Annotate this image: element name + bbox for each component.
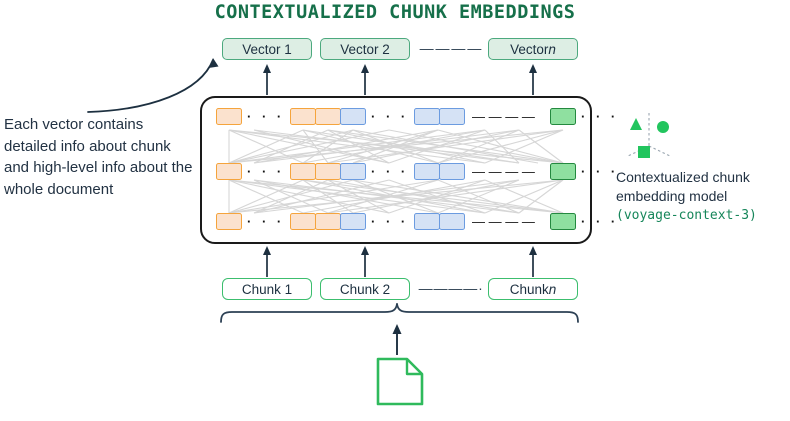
node-blue-r1-c2 — [414, 108, 440, 125]
triangle-shape — [630, 118, 642, 130]
model-shapes-icon — [627, 113, 671, 158]
model-legend: Contextualized chunk embedding model (vo… — [616, 168, 790, 225]
chunk-box-2[interactable]: Chunk 2 — [320, 278, 410, 300]
node-orange-r2-c2 — [290, 163, 316, 180]
node-orange-r2-c1 — [216, 163, 242, 180]
left-annotation-note: Each vector contains detailed info about… — [4, 116, 193, 198]
row3-dots-blue: · · · — [371, 214, 409, 229]
node-green-r3-c1 — [550, 213, 576, 230]
row3-dots-green: · · · — [581, 214, 619, 229]
node-orange-r3-c3 — [315, 213, 341, 230]
node-blue-r2-c2 — [414, 163, 440, 180]
vector-box-n-label: Vector — [510, 41, 549, 57]
row3-dashes: — — — — — [472, 214, 535, 229]
model-legend-code: (voyage-context-3) — [616, 208, 757, 223]
vector-separator-dashes: — — — — — [419, 40, 482, 56]
vector-box-2-label: Vector 2 — [340, 41, 390, 57]
document-to-brace-arrow — [392, 324, 402, 355]
node-blue-r3-c2 — [414, 213, 440, 230]
node-blue-r1-c3 — [439, 108, 465, 125]
node-blue-r3-c3 — [439, 213, 465, 230]
node-orange-r2-c3 — [315, 163, 341, 180]
node-orange-r3-c1 — [216, 213, 242, 230]
chunk-box-n-index: n — [548, 281, 557, 297]
row2-dots-green: · · · — [581, 164, 619, 179]
model-legend-title: Contextualized chunk embedding model — [616, 169, 750, 204]
chunk-box-n-label: Chunk — [509, 281, 549, 297]
callout-arrow-icon — [87, 58, 219, 113]
page-title: CONTEXTUALIZED CHUNK EMBEDDINGS — [214, 2, 576, 23]
chunk-box-n[interactable]: Chunk n — [488, 278, 578, 300]
vector-box-n-index: n — [548, 41, 556, 57]
vector-box-2[interactable]: Vector 2 — [320, 38, 410, 60]
node-orange-r3-c2 — [290, 213, 316, 230]
node-orange-r1-c1 — [216, 108, 242, 125]
row2-dots-orange: · · · — [247, 164, 285, 179]
row2-dots-blue: · · · — [371, 164, 409, 179]
row1-dots-orange: · · · — [247, 109, 285, 124]
panel-to-vector-arrows — [263, 64, 537, 95]
document-icon — [376, 357, 424, 406]
row2-dashes: — — — — — [472, 164, 535, 179]
row1-dots-green: · · · — [581, 109, 619, 124]
chunk-box-1-label: Chunk 1 — [241, 281, 293, 297]
square-shape — [638, 146, 650, 158]
chunks-brace — [220, 303, 579, 323]
chunk-to-panel-arrows — [263, 246, 537, 277]
chunk-separator-dashes: — — — — · — [418, 280, 483, 296]
vector-box-n[interactable]: Vector n — [488, 38, 578, 60]
node-blue-r3-c1 — [340, 213, 366, 230]
node-blue-r2-c1 — [340, 163, 366, 180]
row1-dots-blue: · · · — [371, 109, 409, 124]
node-green-r2-c1 — [550, 163, 576, 180]
chunk-box-2-label: Chunk 2 — [339, 281, 391, 297]
row1-dashes: — — — — — [472, 109, 535, 124]
vector-box-1-label: Vector 1 — [242, 41, 292, 57]
node-blue-r1-c1 — [340, 108, 366, 125]
row3-dots-orange: · · · — [247, 214, 285, 229]
circle-shape — [657, 121, 669, 133]
model-panel — [200, 96, 592, 244]
node-orange-r1-c2 — [290, 108, 316, 125]
node-orange-r1-c3 — [315, 108, 341, 125]
chunk-box-1[interactable]: Chunk 1 — [222, 278, 312, 300]
vector-box-1[interactable]: Vector 1 — [222, 38, 312, 60]
node-blue-r2-c3 — [439, 163, 465, 180]
node-green-r1-c1 — [550, 108, 576, 125]
